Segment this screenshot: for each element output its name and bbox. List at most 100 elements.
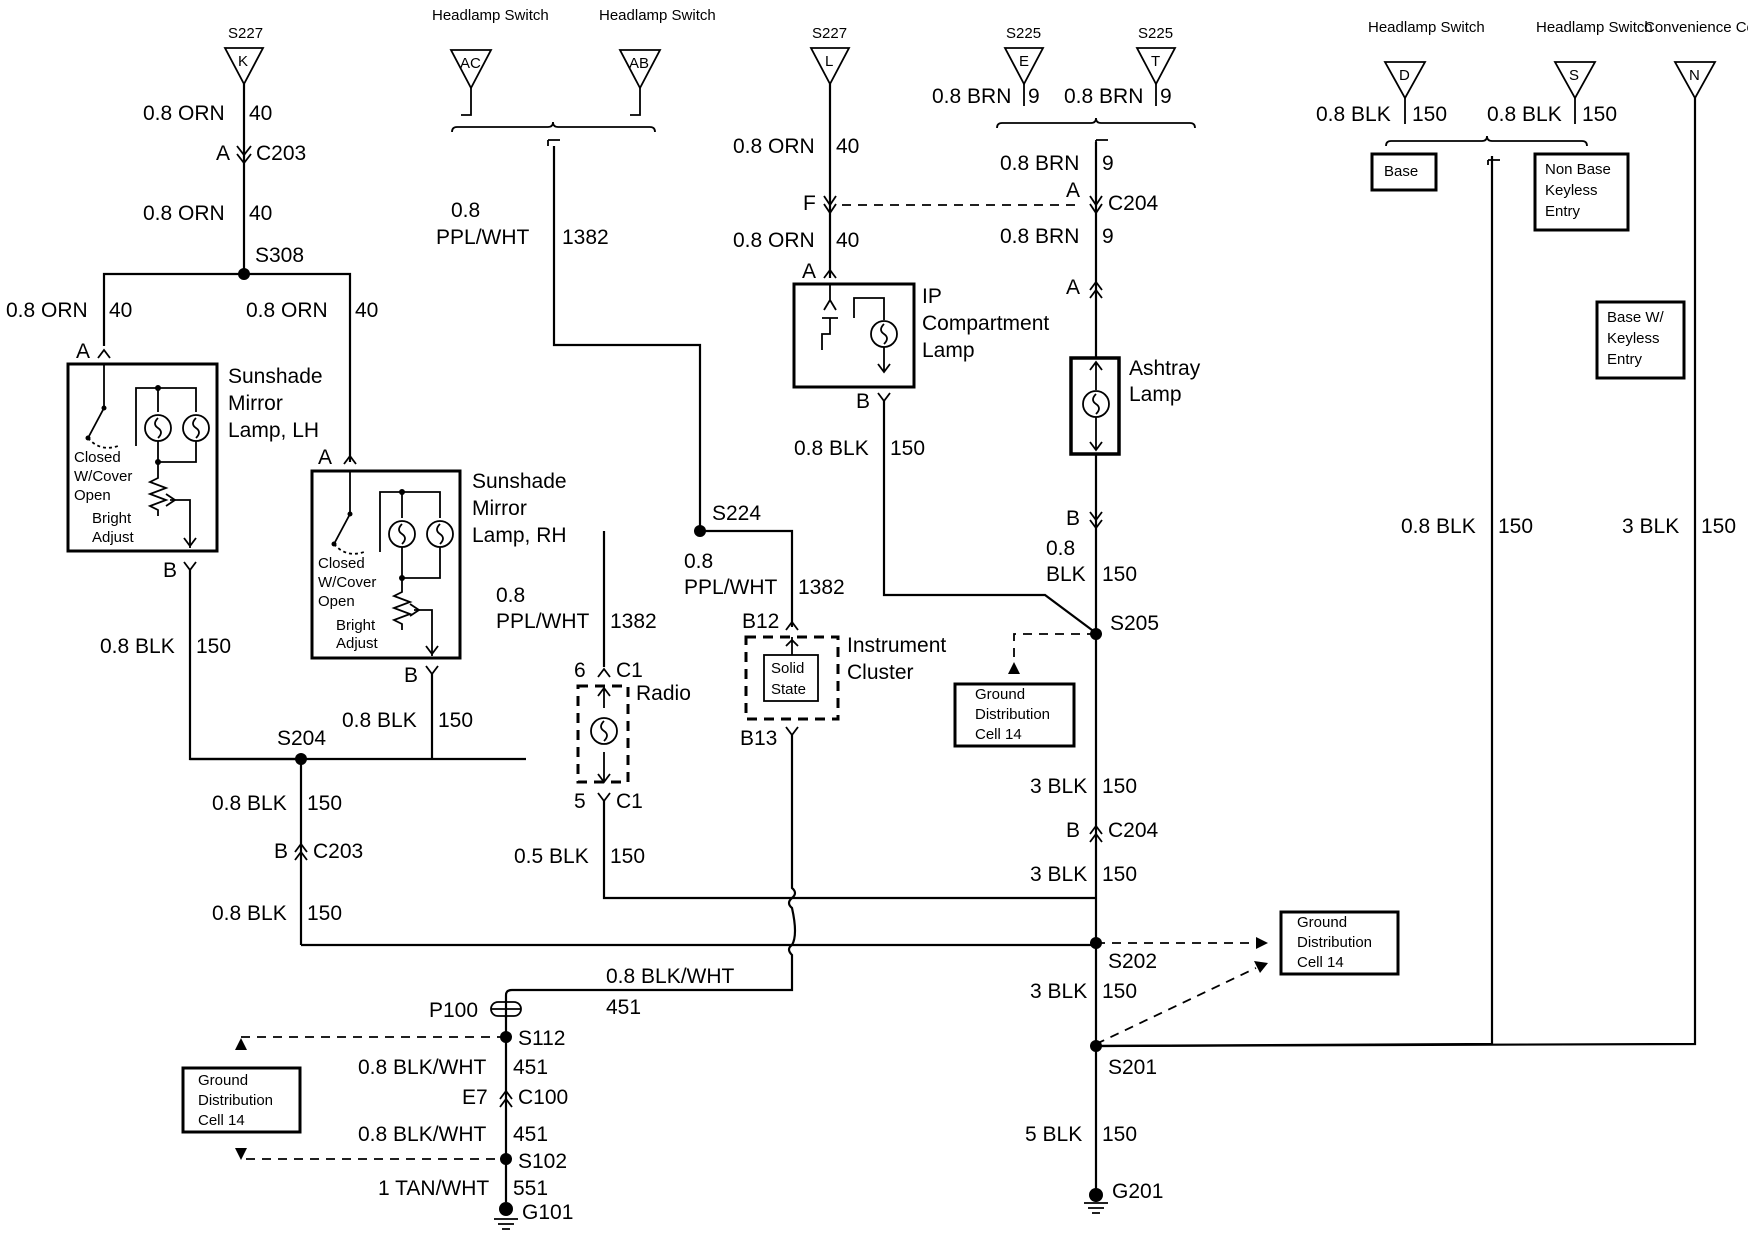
switch-label: W/Cover: [318, 574, 376, 591]
circuit-g101: P100 S112 0.8 BLK/WHT 451 E7 C100 0.8 BL…: [181, 988, 573, 1230]
terminal-s227-k: S227 K: [223, 25, 265, 86]
mirror-lamp-rh-box: [310, 469, 462, 660]
component-label: Adjust: [92, 529, 135, 546]
component-name: Compartment: [922, 312, 1049, 335]
terminal-pin-label: L: [825, 53, 833, 70]
connector-pin: A: [1066, 179, 1080, 202]
splice-label: S205: [1110, 612, 1159, 635]
connector-label: C203: [256, 142, 306, 165]
mirror-rh-internal: [331, 471, 454, 656]
connector-pin: B13: [740, 727, 777, 750]
terminal-stub: [630, 88, 641, 116]
ip-lamp-feed: [853, 297, 885, 320]
ground-label: G201: [1112, 1180, 1163, 1203]
wire-label: 0.8 BRN: [1000, 225, 1079, 248]
splice-label: S224: [712, 502, 761, 525]
component-name: Radio: [636, 682, 691, 705]
connector-pin: B: [1066, 507, 1080, 530]
terminal-pin-label: D: [1399, 67, 1410, 84]
bulb-filament: [880, 323, 888, 345]
wire-label: 0.8 BRN: [932, 85, 1011, 108]
terminal-s225-e: S225 E: [1003, 25, 1045, 86]
dashed-link-s112: [240, 1036, 506, 1050]
wire-number: 551: [513, 1177, 548, 1200]
brace-stub: [1095, 139, 1108, 146]
radio-box: [576, 684, 630, 784]
terminal-triangle: [223, 47, 265, 86]
wire-label: 0.8 BRN: [1064, 85, 1143, 108]
ashtray-internal: [1089, 360, 1103, 452]
lamp-return: [401, 547, 441, 585]
lamp-bus: [379, 491, 441, 552]
wire-number: 40: [249, 202, 272, 225]
terminal-s227-l: S227 L: [809, 25, 851, 86]
wire-ppl-wht-branches: [602, 529, 794, 667]
component-label: State: [771, 681, 806, 698]
terminal-source-label: S225: [1006, 25, 1041, 42]
wire-number: 9: [1102, 152, 1114, 175]
note-label: Non Base: [1545, 161, 1611, 178]
connector-pin: 5: [574, 790, 586, 813]
wire-label: 0.8 BLK/WHT: [358, 1056, 487, 1079]
splice-label: S102: [518, 1150, 567, 1173]
connector-pin: B: [163, 559, 177, 582]
terminal-triangle: [1673, 61, 1717, 100]
connector-pin: A: [802, 260, 816, 283]
wire-number: 150: [1102, 563, 1137, 586]
wire-label: 0.8 BLK: [1487, 103, 1562, 126]
wire-number: 451: [606, 996, 641, 1019]
connector-pin: B: [404, 664, 418, 687]
wire-number: 150: [890, 437, 925, 460]
wire-number: 40: [249, 102, 272, 125]
terminal-pin-label: S: [1569, 67, 1579, 84]
wire-ppl-wht-main: [552, 146, 702, 531]
connector-label: C1: [616, 659, 643, 682]
component-label: Bright: [92, 510, 132, 527]
switch-blade: [87, 407, 105, 439]
switch-blade: [333, 513, 351, 545]
wire-number: 150: [196, 635, 231, 658]
wire-label: 0.8 BLK: [342, 709, 417, 732]
terminal-source-label: S225: [1138, 25, 1173, 42]
connector-label: C1: [616, 790, 643, 813]
ground-g101-dot: [499, 1202, 513, 1216]
switch-label: W/Cover: [74, 468, 132, 485]
ip-lamp-return: [877, 347, 891, 374]
brace-stub: [1487, 159, 1500, 165]
note-label: Keyless: [1607, 330, 1660, 347]
note-label: Entry: [1607, 351, 1643, 368]
arrow-right-marker: [1256, 937, 1268, 949]
component-name: Ashtray: [1129, 357, 1201, 380]
connector-pin: A: [76, 340, 90, 363]
connector-c204-symbol: [1089, 824, 1103, 843]
switch-closed-arc: [333, 543, 365, 555]
note-label: Cell 14: [1297, 954, 1344, 971]
wire-number: 150: [610, 845, 645, 868]
connector-symbol: [425, 665, 439, 676]
connector-pin: B: [856, 390, 870, 413]
connector-pin: B12: [742, 610, 779, 633]
connector-c204-symbol: [823, 195, 837, 215]
note-label: Keyless: [1545, 182, 1598, 199]
wire-number: 150: [1102, 863, 1137, 886]
bulb-filament: [1092, 393, 1100, 415]
component-label: Bright: [336, 617, 376, 634]
component-label: Adjust: [336, 635, 379, 652]
ip-lamp-switch: [821, 284, 838, 350]
mirror-lamp-lh-box: [66, 362, 219, 553]
wire-label: 0.8 BRN: [1000, 152, 1079, 175]
bulb-filament: [600, 720, 608, 742]
component-name: Lamp, LH: [228, 419, 319, 442]
splice-label: S112: [518, 1027, 566, 1050]
wire-number: 1382: [562, 226, 609, 249]
connector-symbol: [785, 620, 799, 631]
splice-label: S201: [1108, 1056, 1157, 1079]
note-label: Base W/: [1607, 309, 1665, 326]
wire-label: PPL/WHT: [496, 610, 590, 633]
arrow-up-marker: [235, 1038, 247, 1050]
wire-label: 0.8: [1046, 537, 1075, 560]
note-label: Cell 14: [198, 1112, 245, 1129]
wire-label: 0.8 BLK: [1316, 103, 1391, 126]
wire-number: 150: [1582, 103, 1617, 126]
